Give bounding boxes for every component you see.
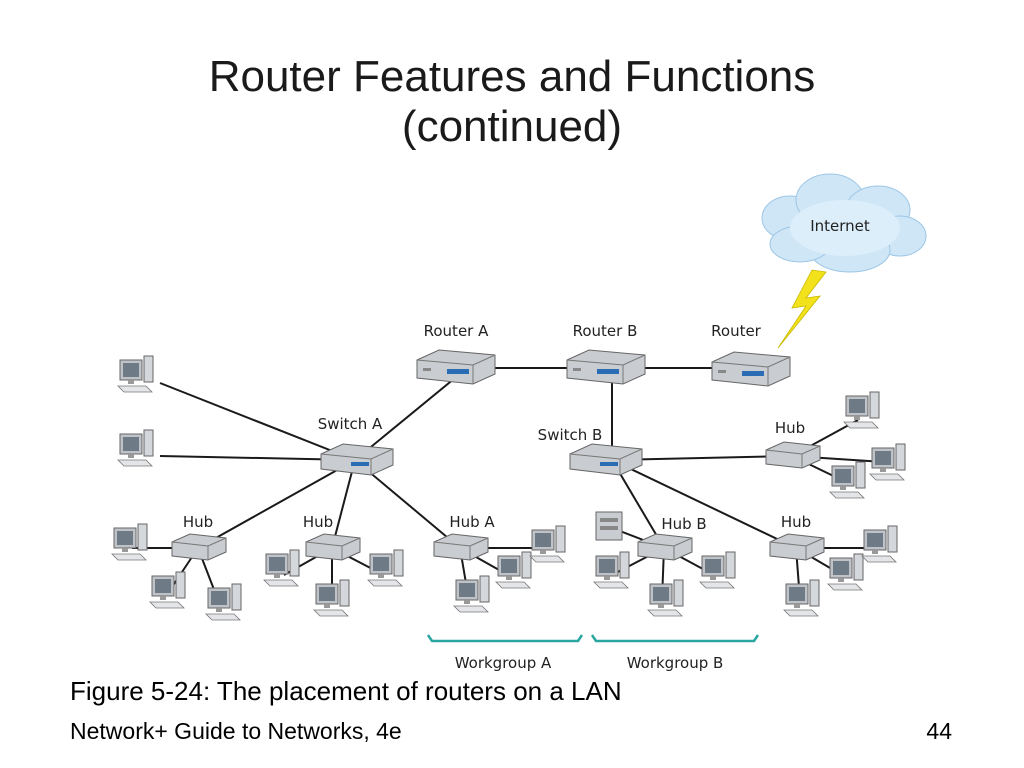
title-line-1: Router Features and Functions — [208, 52, 816, 101]
hub-5-icon — [769, 533, 825, 561]
figure-caption: Figure 5-24: The placement of routers on… — [70, 676, 622, 706]
pc-icon — [843, 391, 880, 429]
router-a-label: Router A — [424, 322, 489, 340]
pc-icon — [205, 583, 242, 621]
hub-b-icon — [637, 533, 693, 561]
hub-6-label: Hub — [775, 419, 805, 437]
page-number: 44 — [926, 718, 952, 744]
router-b-label: Router B — [573, 322, 638, 340]
pc-icon — [593, 551, 630, 589]
pc-icon — [647, 579, 684, 617]
internet-cloud: Internet — [761, 173, 927, 273]
hub-6-icon — [765, 441, 821, 469]
pc-icon — [495, 551, 532, 589]
router-a-icon — [416, 349, 496, 385]
pc-icon — [367, 549, 404, 587]
footer-book-title: Network+ Guide to Networks, 4e — [70, 718, 402, 744]
hub-b-label: Hub B — [661, 515, 706, 533]
hub-a-icon — [433, 533, 489, 561]
pc-icon — [313, 579, 350, 617]
title-line-2: (continued) — [401, 102, 623, 151]
pc-icon — [861, 525, 898, 563]
pc-icon — [783, 579, 820, 617]
switch-a-icon — [320, 443, 394, 476]
pc-icon — [263, 549, 300, 587]
hub-1-icon — [171, 533, 227, 561]
pc-icon — [111, 523, 148, 561]
slide-title: Router Features and Functions (continued… — [0, 52, 1024, 152]
router-b-icon — [566, 349, 646, 385]
pc-icon — [117, 429, 154, 467]
pc-icon — [869, 443, 906, 481]
hub-a-label: Hub A — [449, 513, 495, 531]
internet-router-label: Router — [711, 322, 762, 340]
pc-icon — [699, 551, 736, 589]
workgroup-a-label: Workgroup A — [455, 654, 552, 672]
internet-label: Internet — [810, 217, 870, 235]
workgroup-b-bracket — [590, 634, 760, 643]
hub-5-label: Hub — [781, 513, 811, 531]
pc-icon — [529, 525, 566, 563]
hub-2-label: Hub — [303, 513, 333, 531]
workgroup-b-label: Workgroup B — [627, 654, 724, 672]
pc-icon — [117, 355, 154, 393]
switch-a-label: Switch A — [318, 415, 383, 433]
pc-icon — [829, 461, 866, 499]
hub-1-label: Hub — [183, 513, 213, 531]
switch-b-icon — [569, 443, 643, 476]
hub-2-icon — [305, 533, 361, 561]
workgroup-a-bracket — [426, 634, 584, 643]
internet-router-icon — [711, 351, 791, 387]
server-icon — [595, 511, 623, 541]
pc-icon — [149, 571, 186, 609]
switch-b-label: Switch B — [538, 426, 603, 444]
lightning-bolt — [777, 269, 827, 349]
pc-icon — [827, 553, 864, 591]
pc-icon — [453, 575, 490, 613]
